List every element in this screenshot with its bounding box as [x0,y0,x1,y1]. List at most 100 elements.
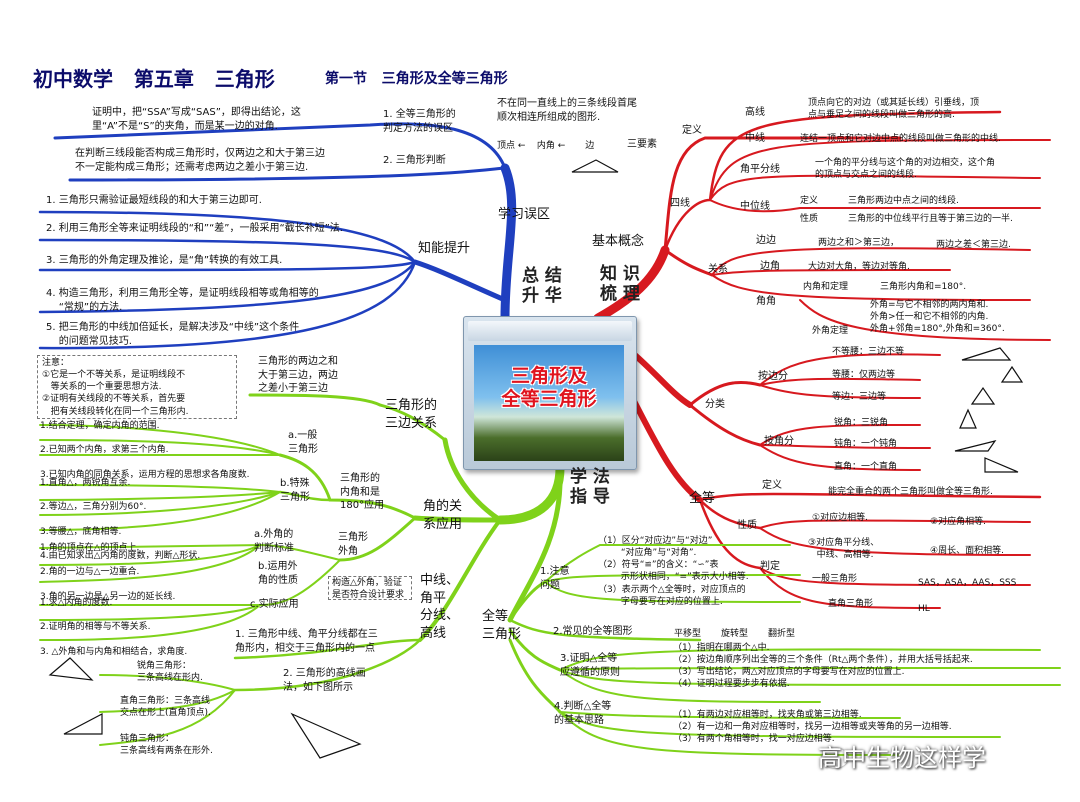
exterior-properties-tag: b.运用外 角的性质 [258,561,298,586]
exterior-label: 外角定理 [812,326,849,336]
midline-prop: 三角形的中位线平行且等于第三边的一半. [848,214,1013,224]
obtuse: 钝角：一个钝角 [834,439,898,449]
by-sides-label: 按边分 [758,371,788,382]
approach-label: 4.判断△全等 的基本思路 [554,701,612,726]
right-triangle-icon [984,457,1019,473]
attention-items: （1）区分“对应边”与“对边” “对应角”与“对角”. （2）符号“≌”的含义：… [598,536,749,607]
wechat-icon [822,748,848,768]
special-triangle-tag: b.特殊 三角形 [280,478,310,503]
practical-items: 1.求△内角的度数. 2.证明角的相等与不等关系. 3. △外角和与内角和相结合… [40,598,188,657]
branch-review: 总 结 升 华 [522,266,562,306]
improve-item-2: 2. 利用三角形全等来证明线段的“和”“差”，一般采用“截长补短”法. [46,223,343,234]
proof-items: （1）指明在哪两个△中. （2）按边角顺序列出全等的三个条件（Rt△两个条件），… [673,643,973,690]
angles-label: 角角 [756,296,776,307]
construct-note-box [328,576,412,600]
sides-label: 边边 [756,235,776,246]
general-rules: SAS，ASA，AAS，SSS [918,578,1017,588]
interior-sum-label: 内角和定理 [803,282,849,292]
side-angle-rule: 大边对大角，等边对等角. [808,262,910,272]
branch-method: 学 法 指 导 [570,467,610,507]
obtuse-altitude: 钝角三角形： 三条高线有两条在形外. [120,734,213,757]
equilateral: 等边：三边等 [832,392,887,402]
midline-prop-label: 性质 [800,214,819,224]
bisector-desc: 一个角的平分线与这个角的对边相交，这个角 的顶点与交点之间的线段. [815,158,996,181]
criteria-items: 1.角的顶点在△的顶点上. 2.角的一边与△一边重合. 3.角的另一边是△另一边… [40,543,176,602]
right-altitude: 直角三角形：三条高线 交点在形上(直角顶点). [120,696,211,719]
improve-item-3: 3. 三角形的外角定理及推论，是“角”转换的有效工具. [46,255,283,266]
interior-sum-app: 三角形的 内角和是 180°应用 [340,473,385,511]
bisector-label: 角平分线 [740,164,780,175]
mistake-2: 2. 三角形判断 [383,155,446,166]
basic-concepts-label: 基本概念 [592,234,645,249]
exterior-angle-label: 三角形 外角 [338,532,368,557]
side-angle-label: 边角 [760,261,780,272]
altitude-desc: 顶点向它的对边（或其延长线）引垂线，顶 点与垂足之间的线段叫做三角形的高. [808,98,980,121]
approach-items: （1）有两边对应相等时，找夹角或第三边相等. （2）有一边和一角对应相等时，找另… [673,710,952,745]
construct-note: 构造△外角，验证 是否符合设计要求 [332,578,405,601]
congruent-label: 全等 [689,491,716,506]
elements-legend: 顶点 ← 内角 ← 边 [497,141,595,151]
triangle-icon [571,159,619,173]
right-rule: HL [918,604,930,614]
property-3: ③对应角平分线、 中线、高相等. [808,538,880,561]
branch-knowledge: 知 识 梳 理 [600,264,640,304]
acute-altitude-figure-icon [48,657,94,681]
card-header-bar [468,321,632,341]
isosceles: 等腰：仅两边等 [832,370,896,380]
median-label: 中线 [745,133,765,144]
midline-label: 中位线 [740,201,770,212]
three-elements-label: 三要素 [627,139,657,150]
sides-diff: 两边之差＜第三边. [936,240,1011,250]
classification-label: 分类 [705,399,725,410]
right-triangle: 直角三角形 [828,599,874,609]
ssa-note: 证明中，把“SSA”写成“SAS”，即得出结论，这 里“A”不是“S”的夹角，而… [92,107,301,132]
altitude-label: 高线 [745,107,765,118]
relations-label: 关系 [708,264,728,275]
mistakes-label: 学习误区 [498,207,551,222]
four-lines-label: 四线 [670,198,690,209]
acute-altitude: 锐角三角形： 三条高线在形内. [137,661,203,684]
definition-label: 定义 [682,125,702,136]
attention-label: 1.注意 问题 [540,566,570,591]
congruent-def: 能完全重合的两个三角形叫做全等三角形. [828,487,993,497]
median-desc: 连结一顶点和它对边中点的线段叫做三角形的中线. [800,134,1001,144]
by-angles-label: 按角分 [764,436,794,447]
proof-principle-label: 3.证明△全等 应遵循的原则 [560,653,620,678]
triangle-definition: 不在同一直线上的三条线段首尾 顺次相连所组成的图形. [497,98,637,123]
mistake-1: 1. 全等三角形的 判定方法的误区 [383,109,456,134]
obtuse-triangle-icon [954,440,997,452]
equilateral-triangle-icon [970,386,996,405]
property-2: ②对应角相等. [930,517,986,527]
isosceles-triangle-icon [1000,365,1024,383]
figure-types: 平移型 旋转型 翻折型 [674,629,796,639]
special-items: 1.直角△，两锐角互余. 2.等边△，三角分别为60°. 3.等腰△，底角相等.… [40,478,201,561]
practical-app-tag: c.实际应用 [250,599,299,610]
lines-label: 中线、 角平 分线、 高线 [420,573,460,641]
three-sides-rule: 三角形的两边之和 大于第三边，两边 之差小于第三边 [258,356,338,394]
general-triangle-tag: a.一般 三角形 [288,430,318,455]
scalene: 不等腰：三边不等 [832,347,905,357]
right-altitude-figure-icon [63,713,103,735]
property-1: ①对应边相等. [812,513,868,523]
midline-def-label: 定义 [800,196,819,206]
common-figures-label: 2.常见的全等图形 [553,626,633,637]
congruent-def-label: 定义 [762,480,782,491]
acute: 锐角：三锐角 [834,418,889,428]
angle-relation-label: 角的关 系应用 [423,499,463,532]
improve-item-4: 4. 构造三角形，利用三角形全等，是证明线段相等或角相等的 “常规”的方法. [46,288,319,313]
obtuse-altitude-figure-icon [290,712,362,759]
general-triangle: 一般三角形 [812,574,858,584]
properties-label: 性质 [737,520,757,531]
note-box [37,355,237,419]
altitude-drawing-label: 2. 三角形的高线画 法，如下图所示 [283,668,366,693]
judgment-label: 判定 [760,561,780,572]
lines-inside-rule: 1. 三角形中线、角平分线都在三 角形内，相交于三角形内的一点 [235,629,378,654]
improve-item-1: 1. 三角形只需验证最短线段的和大于第三边即可. [46,195,262,206]
improve-item-5: 5. 把三角形的中线加倍延长，是解决涉及“中线”这个条件 的问题常见技巧. [46,322,300,347]
page-title: 初中数学 第五章 三角形 [33,67,275,91]
watermark: 高中生物这样学 [818,744,986,772]
scalene-triangle-icon [961,347,1012,361]
sides-relation-label: 三角形的 三边关系 [385,398,438,431]
section-title: 第一节 三角形及全等三角形 [325,71,508,87]
